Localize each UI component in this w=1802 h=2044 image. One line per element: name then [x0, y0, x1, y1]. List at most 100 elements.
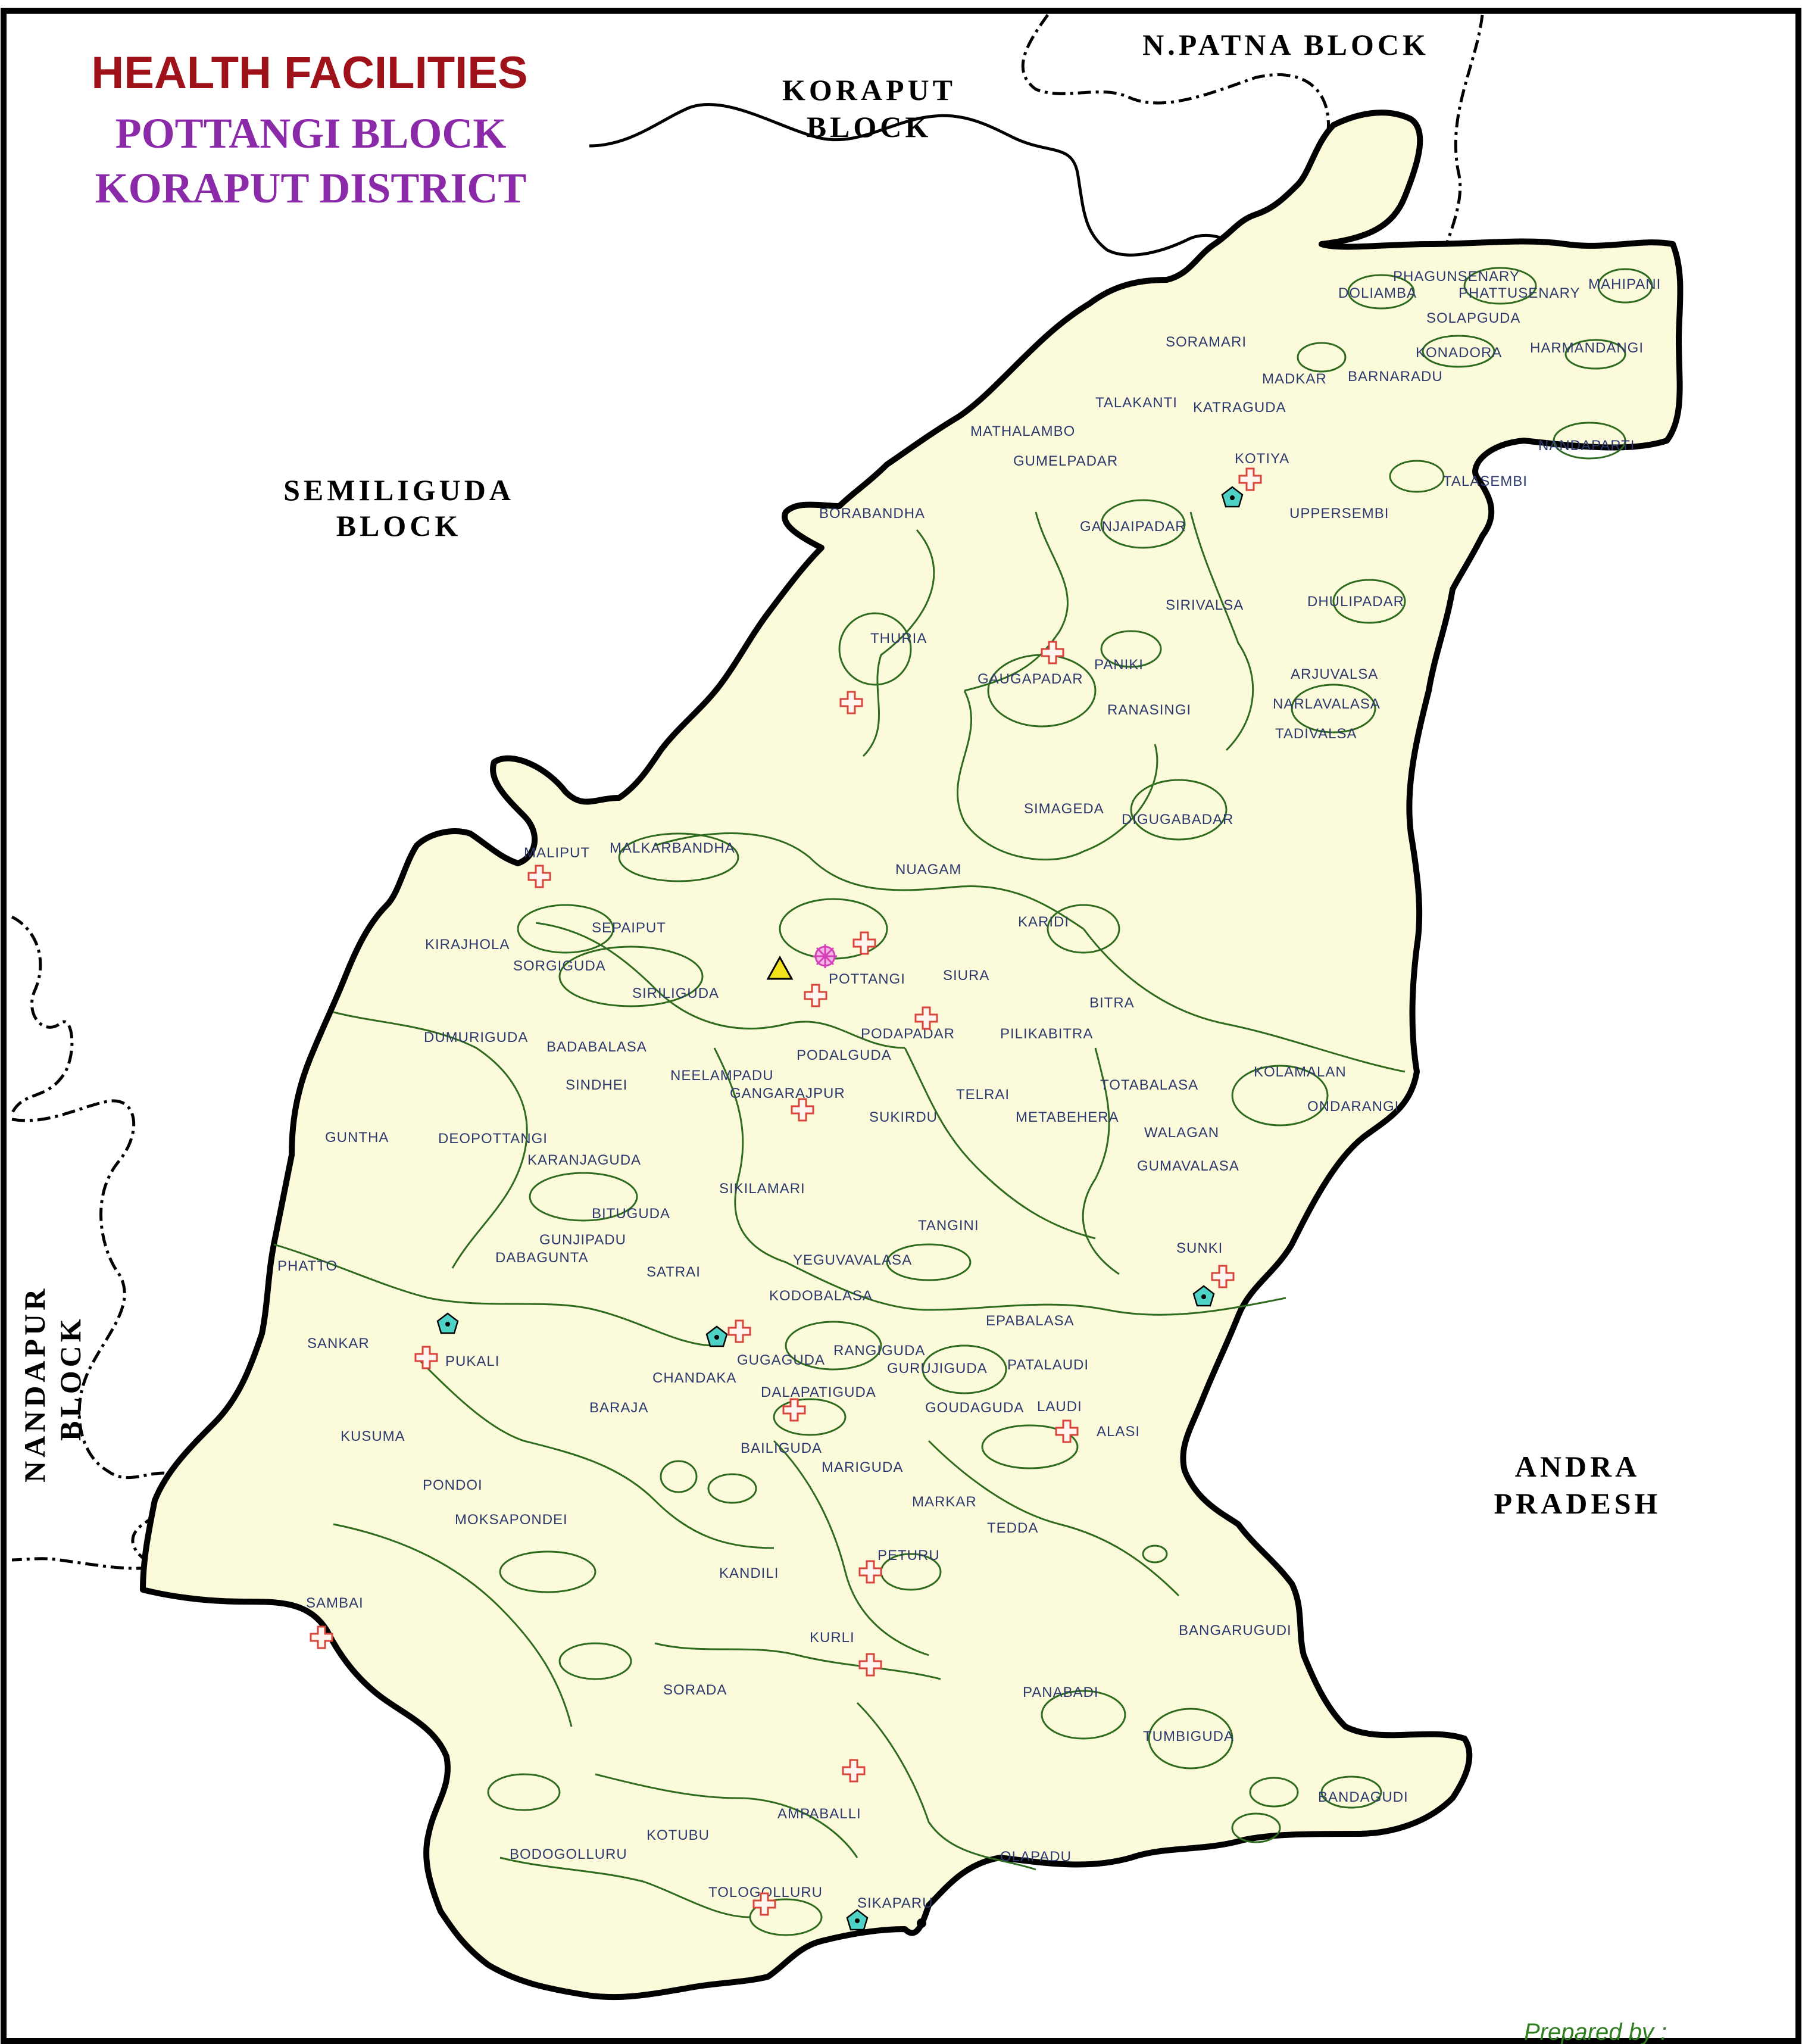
- village-label: KOTUBU: [647, 1827, 710, 1843]
- map-subtitle-district: KORAPUT DISTRICT: [95, 164, 527, 212]
- village-label: RANGIGUDA: [833, 1343, 925, 1359]
- village-label: HARMANDANGI: [1530, 340, 1644, 356]
- map-frame: [1, 8, 1801, 2044]
- village-label: PODAPADAR: [861, 1026, 955, 1042]
- village-boundaries: [273, 511, 1406, 1918]
- village-label: SOLAPGUDA: [1426, 310, 1520, 326]
- village-label: ALASI: [1097, 1424, 1140, 1440]
- village-label: PANABADI: [1023, 1684, 1099, 1700]
- village-label: ARJUVALSA: [1291, 666, 1378, 682]
- village-label: KURLI: [810, 1630, 855, 1646]
- village-label: MARKAR: [912, 1494, 977, 1510]
- map-subtitle-block: POTTANGI BLOCK: [115, 110, 507, 157]
- village-label: DOLIAMBA: [1338, 285, 1417, 301]
- village-label: PHATTO: [277, 1258, 338, 1274]
- village-label: TADIVALSA: [1275, 726, 1357, 742]
- village-label: GUMAVALASA: [1137, 1158, 1239, 1174]
- village-label: DHULIPADAR: [1307, 594, 1404, 610]
- label-npatna-block: N.PATNA BLOCK: [1142, 28, 1429, 61]
- village-labels: PHAGUNSENARY DOLIAMBA PHATTUSENARY MAHIP…: [277, 269, 1661, 1911]
- label-andhra-pradesh: ANDRA: [1515, 1450, 1641, 1483]
- village-label: BADABALASA: [546, 1039, 647, 1055]
- village-label: SEPAIPUT: [592, 920, 666, 936]
- village-label: DALAPATIGUDA: [761, 1384, 876, 1400]
- village-label: TEDDA: [987, 1520, 1038, 1536]
- village-label: SUKIRDU: [869, 1109, 938, 1125]
- village-label: TANGINI: [918, 1218, 979, 1234]
- village-label: SIKAPARU: [857, 1895, 933, 1911]
- village-label: BITUGUDA: [592, 1206, 670, 1222]
- village-label: KARIDI: [1018, 914, 1069, 930]
- village-label: TALASEMBI: [1443, 473, 1528, 489]
- village-label: OLAPADU: [1000, 1849, 1072, 1865]
- village-label: TOTABALASA: [1100, 1077, 1198, 1093]
- village-label: PANIKI: [1094, 657, 1144, 673]
- village-label: SORADA: [663, 1682, 727, 1698]
- village-label: SIRIVALSA: [1166, 597, 1244, 613]
- boundary-point-marker: [917, 1918, 926, 1928]
- label-nandapur-block: NANDAPUR: [18, 1285, 51, 1483]
- village-label: DEOPOTTANGI: [438, 1131, 548, 1147]
- village-label: SIMAGEDA: [1024, 801, 1104, 817]
- village-label: SIURA: [943, 968, 989, 984]
- village-label: UPPERSEMBI: [1289, 505, 1389, 522]
- village-label: SIKILAMARI: [719, 1181, 805, 1197]
- village-label: SANKAR: [307, 1335, 370, 1352]
- village-label: TUMBIGUDA: [1143, 1728, 1234, 1745]
- village-label: MALIPUT: [524, 845, 590, 861]
- village-label: DUMURIGUDA: [424, 1029, 528, 1046]
- village-label: POTTANGI: [829, 971, 905, 987]
- pottangi-block-boundary: [140, 110, 1684, 2001]
- village-label: BANGARUGUDI: [1179, 1622, 1292, 1639]
- village-label: GANGARAJPUR: [730, 1085, 845, 1101]
- village-label: GAUGAPADAR: [977, 671, 1083, 687]
- village-label: WALAGAN: [1144, 1125, 1219, 1141]
- village-label: SATRAI: [647, 1264, 701, 1280]
- village-label: PHATTUSENARY: [1459, 285, 1580, 301]
- village-label: PONDOI: [423, 1477, 483, 1493]
- village-label: NARLAVALASA: [1273, 696, 1381, 712]
- village-label: MARIGUDA: [822, 1459, 903, 1475]
- village-label: YEGUVAVALASA: [793, 1252, 912, 1268]
- village-label: KIRAJHOLA: [425, 937, 510, 953]
- village-label: GUNTHA: [325, 1129, 389, 1146]
- village-label: SUNKI: [1176, 1240, 1223, 1256]
- village-label: CHANDAKA: [652, 1370, 736, 1386]
- village-label: SAMBAI: [306, 1595, 364, 1611]
- village-label: BANDAGUDI: [1318, 1789, 1409, 1805]
- village-label: GUNJIPADU: [539, 1232, 626, 1248]
- label-koraput-block-2: BLOCK: [807, 110, 932, 143]
- village-label: KOTIYA: [1235, 451, 1289, 467]
- village-label: MAHIPANI: [1588, 276, 1661, 292]
- village-label: BODOGOLLURU: [510, 1846, 627, 1862]
- label-semiliguda-block: SEMILIGUDA: [283, 473, 514, 507]
- village-label: GURUJIGUDA: [887, 1360, 988, 1377]
- village-label: MOKSAPONDEI: [455, 1512, 568, 1528]
- village-label: BARNARADU: [1348, 369, 1443, 385]
- village-label: DABAGUNTA: [495, 1250, 589, 1266]
- koraput-boundary: [589, 102, 1251, 257]
- hospital-triangle-icon: [766, 955, 794, 980]
- map-title-health-facilities: HEALTH FACILITIES: [91, 48, 527, 98]
- village-label: KOLAMALAN: [1254, 1064, 1347, 1080]
- village-label: NANDAPARTI: [1538, 438, 1635, 454]
- village-label: GOUDAGUDA: [925, 1400, 1024, 1416]
- label-koraput-block: KORAPUT: [782, 73, 956, 107]
- village-label: DIGUGABADAR: [1122, 812, 1233, 828]
- village-label: PHAGUNSENARY: [1393, 269, 1520, 285]
- village-label: PATALAUDI: [1007, 1357, 1089, 1373]
- village-label: ONDARANGI: [1307, 1099, 1399, 1115]
- village-label: NUAGAM: [895, 862, 961, 878]
- village-label: KUSUMA: [341, 1428, 405, 1444]
- village-label: AMPABALLI: [777, 1806, 861, 1822]
- footer-prepared-by: Prepared by :: [1524, 2019, 1667, 2044]
- village-label: SINDHEI: [566, 1077, 627, 1093]
- village-label: TALAKANTI: [1095, 395, 1178, 411]
- village-label: THURIA: [870, 631, 927, 647]
- village-label: SORAMARI: [1166, 334, 1247, 350]
- village-label: BITRA: [1089, 995, 1135, 1011]
- village-label: SORGIGUDA: [513, 958, 606, 974]
- village-label: KATRAGUDA: [1193, 400, 1286, 416]
- village-label: RANASINGI: [1107, 702, 1191, 718]
